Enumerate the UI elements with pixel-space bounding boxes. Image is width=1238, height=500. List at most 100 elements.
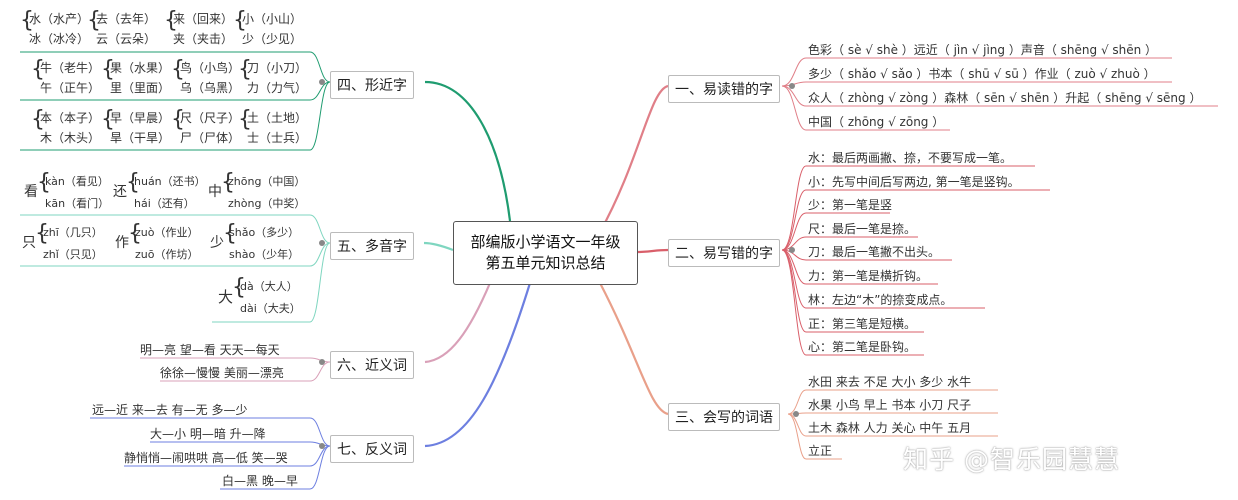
polyphone-reading: huán（还书）: [134, 175, 206, 188]
polyphone-reading: zhǐ（只见）: [43, 248, 103, 261]
easy-write-item[interactable]: 少：第一笔是竖: [808, 198, 893, 212]
polyphone-char: 还: [113, 184, 127, 200]
polyphone-reading: shào（少年）: [229, 248, 300, 261]
easy-read-item[interactable]: 众人（ zhòng √ zòng ）森林（ sēn √ shēn ）升起（ sh…: [808, 91, 1202, 105]
similar-char: 小（小山）: [242, 12, 303, 26]
similar-char: 去（去年）: [96, 12, 157, 26]
similar-char: 果（水果）: [110, 61, 171, 75]
link-b4: [424, 80, 512, 222]
polyphone-reading: zhī（几只）: [43, 226, 103, 239]
branch-easy-write[interactable]: 二、易写错的字: [668, 239, 780, 267]
synonym-row[interactable]: 徐徐—慢慢 美丽—漂亮: [160, 366, 284, 380]
brace-icon: {: [20, 8, 34, 33]
antonym-row[interactable]: 白—黑 晚—早: [222, 474, 298, 488]
similar-char: 旱（干旱）: [110, 131, 171, 145]
branch-words[interactable]: 三、会写的词语: [668, 403, 780, 431]
link-b3: [599, 282, 669, 416]
branch-antonyms[interactable]: 七、反义词: [330, 435, 414, 463]
branch-synonyms[interactable]: 六、近义词: [330, 351, 414, 379]
center-title-line2: 第五单元知识总结: [485, 254, 606, 272]
branch-similar-chars[interactable]: 四、形近字: [330, 71, 414, 99]
brace-icon: {: [128, 221, 142, 246]
polyphone-reading: kàn（看见）: [45, 175, 109, 188]
similar-char: 木（木头）: [40, 131, 101, 145]
similar-char: 午（正午）: [40, 81, 101, 95]
brace-icon: {: [221, 170, 235, 195]
similar-char: 乌（乌黑）: [180, 81, 241, 95]
easy-write-item[interactable]: 刀：最后一笔撇不出头。: [808, 245, 941, 259]
brace-icon: {: [171, 57, 185, 82]
brace-icon: {: [238, 107, 252, 132]
brace-icon: {: [37, 170, 51, 195]
word-row[interactable]: 土木 森林 人力 关心 中午 五月: [808, 421, 972, 435]
similar-char: 刀（小刀）: [247, 61, 308, 75]
link-b6: [424, 282, 492, 364]
easy-read-item[interactable]: 色彩（ sè √ shè ）远近（ jìn √ jìng ）声音（ shēng …: [808, 43, 1158, 57]
similar-char: 尸（尸体）: [180, 131, 241, 145]
brace-icon: {: [126, 170, 140, 195]
easy-read-item[interactable]: 中国（ zhōng √ zōng ）: [808, 115, 945, 129]
polyphone-char: 看: [24, 184, 38, 200]
polyphone-reading: zhōng（中国）: [228, 175, 306, 188]
brace-icon: {: [232, 275, 246, 300]
polyphone-reading: hái（还有）: [134, 197, 195, 210]
brace-icon: {: [31, 57, 45, 82]
similar-char: 鸟（小鸟）: [180, 61, 241, 75]
similar-char: 本（本子）: [40, 111, 101, 125]
synonym-row[interactable]: 明—亮 望—看 天天—每天: [140, 343, 280, 357]
word-row[interactable]: 水果 小鸟 早上 书本 小刀 尺子: [808, 398, 972, 412]
similar-char: 夹（夹击）: [173, 32, 234, 46]
polyphone-reading: kān（看门）: [45, 197, 110, 210]
link-b1: [599, 84, 669, 233]
similar-char: 土（土地）: [247, 111, 308, 125]
brace-icon: {: [223, 221, 237, 246]
word-row[interactable]: 水田 来去 不足 大小 多少 水牛: [808, 375, 972, 389]
similar-char: 力（力气）: [247, 81, 308, 95]
similar-char: 冰（冰冷）: [29, 32, 90, 46]
antonym-row[interactable]: 远—近 来—去 有—无 多—少: [92, 403, 248, 417]
polyphone-char: 少: [210, 235, 224, 251]
similar-char: 尺（尺子）: [180, 111, 241, 125]
easy-write-item[interactable]: 林：左边“木”的捺变成点。: [808, 293, 953, 307]
easy-write-item[interactable]: 水：最后两画撇、捺，不要写成一笔。: [808, 151, 1013, 165]
easy-write-item[interactable]: 尺：最后一笔是捺。: [808, 222, 917, 236]
center-title-line1: 部编版小学语文一年级: [470, 233, 621, 251]
polyphone-char: 作: [115, 235, 129, 251]
link-b2: [635, 248, 669, 254]
similar-char: 士（士兵）: [247, 131, 308, 145]
easy-write-item[interactable]: 小：先写中间后写两边, 第一笔是竖钩。: [808, 175, 1020, 189]
brace-icon: {: [233, 8, 247, 33]
polyphone-char: 中: [208, 184, 222, 200]
easy-write-item[interactable]: 正：第三笔是短横。: [808, 317, 917, 331]
easy-read-item[interactable]: 多少（ shǎo √ sǎo ）书本（ shū √ sū ）作业（ zuò √ …: [808, 67, 1156, 81]
similar-char: 水（水产）: [29, 12, 90, 26]
polyphone-reading: zuò（作业）: [135, 226, 199, 239]
polyphone-reading: dài（大夫）: [240, 302, 301, 315]
antonym-row[interactable]: 大—小 明—暗 升—降: [150, 427, 266, 441]
brace-icon: {: [35, 221, 49, 246]
similar-char: 牛（老牛）: [40, 61, 101, 75]
branch-polyphones[interactable]: 五、多音字: [330, 232, 414, 260]
word-row[interactable]: 立正: [808, 444, 833, 458]
polyphone-char: 大: [218, 288, 234, 306]
brace-icon: {: [31, 107, 45, 132]
brace-icon: {: [87, 8, 101, 33]
polyphone-reading: zuō（作坊）: [135, 248, 199, 261]
link-b5: [423, 241, 454, 252]
brace-icon: {: [171, 107, 185, 132]
easy-write-item[interactable]: 心：第二笔是卧钩。: [808, 340, 917, 354]
polyphone-reading: dà（大人）: [240, 280, 298, 293]
center-topic[interactable]: 部编版小学语文一年级 第五单元知识总结: [453, 221, 638, 285]
similar-char: 云（云朵）: [96, 32, 157, 46]
polyphone-char: 只: [22, 235, 36, 251]
branch-easy-read[interactable]: 一、易读错的字: [668, 75, 780, 103]
polyphone-reading: zhòng（中奖）: [228, 197, 306, 210]
easy-write-item[interactable]: 力：第一笔是横折钩。: [808, 269, 929, 283]
antonym-row[interactable]: 静悄悄—闹哄哄 高—低 笑—哭: [124, 451, 288, 465]
similar-char: 里（里面）: [110, 81, 171, 95]
brace-icon: {: [164, 8, 178, 33]
similar-char: 少（少见）: [242, 32, 303, 46]
link-b7: [424, 282, 532, 448]
brace-icon: {: [101, 57, 115, 82]
